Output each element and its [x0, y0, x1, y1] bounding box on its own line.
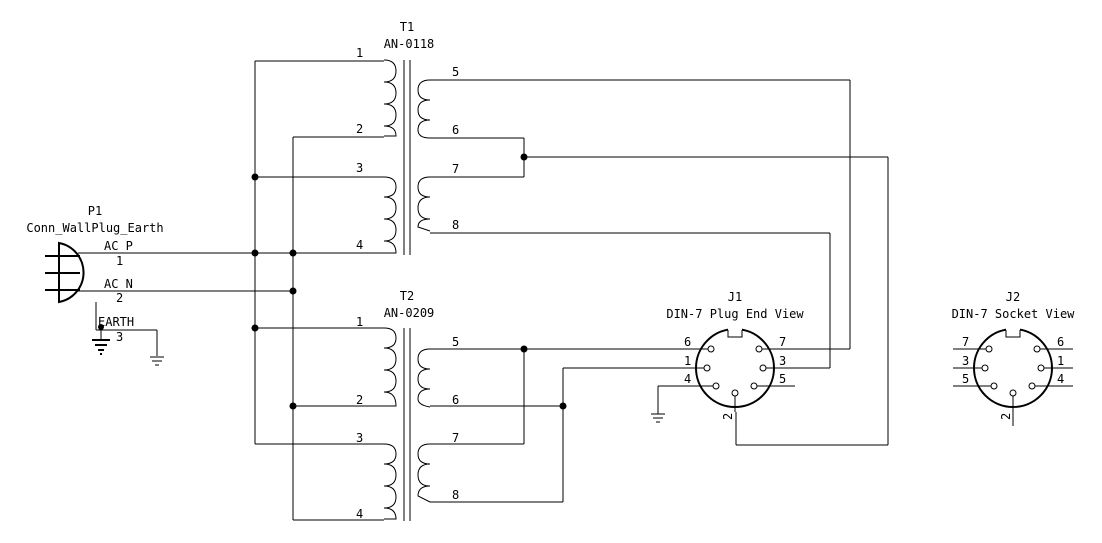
t2-primary-coil-b	[383, 443, 397, 520]
j2-ref: J2	[1006, 290, 1020, 304]
j2-pin-label: 5	[962, 372, 969, 386]
t2-pin-label: 2	[356, 393, 363, 407]
j2-value: DIN-7 Socket View	[952, 307, 1076, 321]
j1-key-gap	[728, 326, 742, 336]
junction-dot	[559, 402, 567, 410]
j2-pin-label: 1	[1057, 354, 1064, 368]
t1-pin-label: 3	[356, 161, 363, 175]
junction-dot	[251, 249, 259, 257]
t2-value: AN-0209	[384, 306, 435, 320]
j2-pin-contact	[1037, 364, 1045, 372]
j2-pin-contact	[981, 364, 989, 372]
j1-pin-contact	[731, 389, 739, 397]
j1-pin-contact	[750, 382, 758, 390]
j2-pin-contact	[990, 382, 998, 390]
j2-pin-label: 3	[962, 354, 969, 368]
j1-pin-contact	[707, 345, 715, 353]
secondary-wiring	[520, 80, 889, 502]
t2-primary-coil-a	[383, 327, 397, 407]
t1-pin-label: 7	[452, 162, 459, 176]
t2-pin-label: 1	[356, 315, 363, 329]
j2-pin-contact	[985, 345, 993, 353]
j1-pin-label: 4	[684, 372, 691, 386]
t2-secondary-coil-a	[417, 348, 431, 408]
p1-pin-name: AC_P	[104, 239, 133, 253]
p1-value: Conn_WallPlug_Earth	[26, 221, 163, 235]
j2-pin-contact	[1009, 389, 1017, 397]
transformer-t1[interactable]: T1 AN-0118 1 2 3 4 5 6 7 8	[255, 20, 850, 255]
j2-pin-contact	[1028, 382, 1036, 390]
t1-pin-label: 1	[356, 46, 363, 60]
j2-pin-contact	[1033, 345, 1041, 353]
junction-dot	[289, 402, 297, 410]
junction-dot	[289, 249, 297, 257]
j1-pin-label: 2	[721, 413, 735, 420]
t2-pin-label: 4	[356, 507, 363, 521]
t1-pin-label: 6	[452, 123, 459, 137]
j1-pin-contact	[712, 382, 720, 390]
t2-pin-label: 5	[452, 335, 459, 349]
j2-pin-label: 6	[1057, 335, 1064, 349]
j1-pin-contact	[755, 345, 763, 353]
j2-pin-label: 4	[1057, 372, 1064, 386]
junction-dot	[251, 173, 259, 181]
p1-plug-body	[58, 241, 85, 304]
connector-p1[interactable]: P1 Conn_WallPlug_Earth AC_P 1 AC_N 2 EAR…	[26, 204, 164, 366]
t1-secondary-coil-b	[417, 176, 431, 232]
t1-secondary-coil-a	[417, 79, 431, 139]
t2-secondary-coil-b	[417, 443, 431, 503]
j1-value: DIN-7 Plug End View	[666, 307, 804, 321]
t1-pin-label: 5	[452, 65, 459, 79]
junction-dot	[520, 153, 528, 161]
t1-pin-label: 2	[356, 122, 363, 136]
t1-value: AN-0118	[384, 37, 435, 51]
p1-pin-name: EARTH	[98, 315, 134, 329]
t2-ref: T2	[400, 289, 414, 303]
primary-wiring	[78, 61, 297, 520]
j1-pin-contact	[703, 364, 711, 372]
t1-primary-coil-b	[383, 176, 397, 254]
t1-pin-label: 8	[452, 218, 459, 232]
p1-pin-name: AC_N	[104, 277, 133, 291]
j1-pin-label: 7	[779, 335, 786, 349]
t2-pin-label: 7	[452, 431, 459, 445]
j2-key-gap	[1006, 326, 1020, 336]
connector-j1[interactable]: J1 DIN-7 Plug End View 6 1 4 7 3 5 2	[651, 290, 804, 423]
j2-pin-label: 7	[962, 335, 969, 349]
j1-pin-label: 6	[684, 335, 691, 349]
j1-ref: J1	[728, 290, 742, 304]
junction-dot	[289, 287, 297, 295]
junction-dot	[520, 345, 528, 353]
t1-primary-coil-a	[383, 59, 397, 137]
j2-pin-label: 2	[999, 413, 1013, 420]
t2-pin-label: 6	[452, 393, 459, 407]
p1-ref: P1	[88, 204, 102, 218]
connector-j2[interactable]: J2 DIN-7 Socket View 7 3 5 6 1 4 2	[952, 290, 1076, 426]
p1-pin-num: 2	[116, 291, 123, 305]
t1-ref: T1	[400, 20, 414, 34]
j1-pin-label: 5	[779, 372, 786, 386]
j1-pin-label: 3	[779, 354, 786, 368]
junction-dot	[251, 324, 259, 332]
p1-pin-num: 3	[116, 330, 123, 344]
j1-pin-label: 1	[684, 354, 691, 368]
j2-key	[1005, 330, 1021, 338]
t2-pin-label: 8	[452, 488, 459, 502]
p1-pin-num: 1	[116, 254, 123, 268]
t2-pin-label: 3	[356, 431, 363, 445]
t1-pin-label: 4	[356, 238, 363, 252]
j1-key	[727, 330, 743, 338]
j1-pin-contact	[759, 364, 767, 372]
transformer-t2[interactable]: T2 AN-0209 1 2 3 4 5 6 7 8	[255, 289, 690, 521]
